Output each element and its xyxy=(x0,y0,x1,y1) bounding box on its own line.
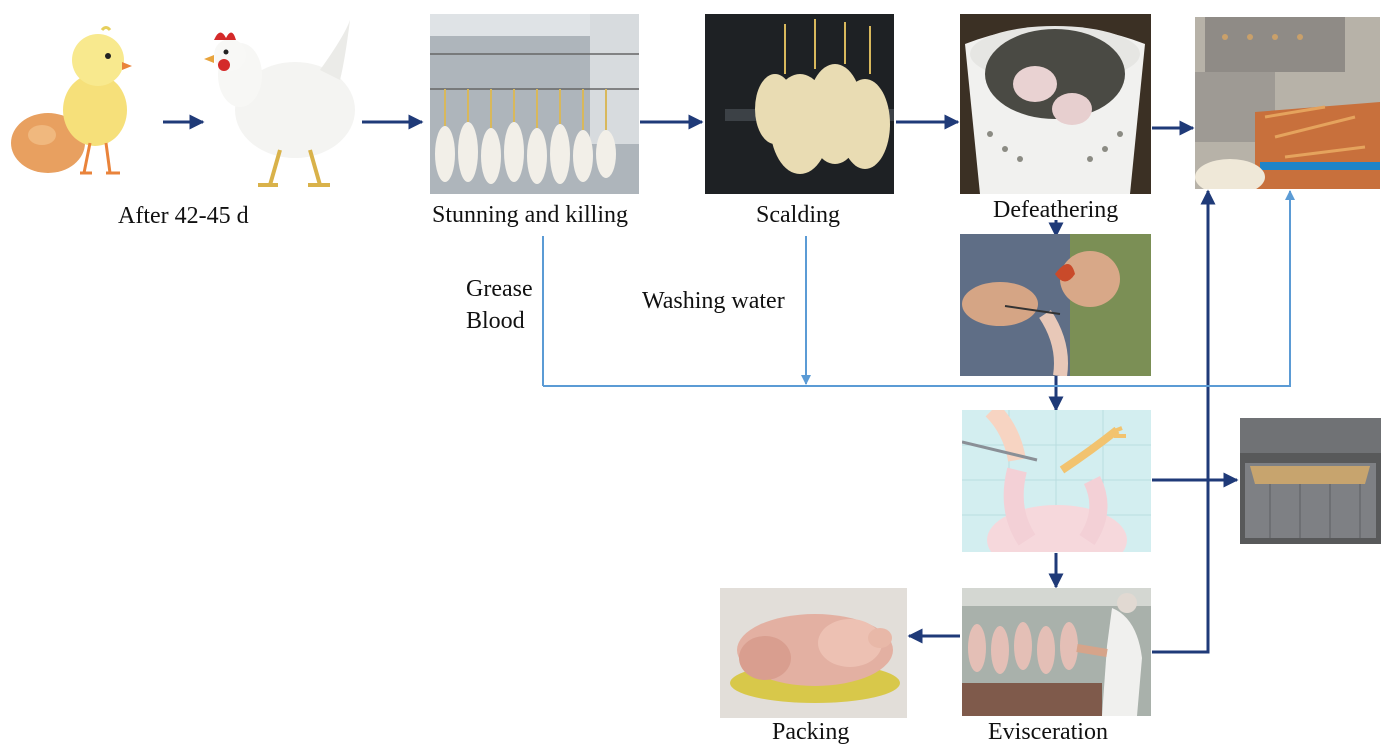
label-washing-water: Washing water xyxy=(642,289,785,313)
label-blood: Blood xyxy=(466,309,525,333)
chick-and-egg-image xyxy=(10,25,135,180)
evisceration-line-image xyxy=(962,588,1151,716)
label-defeathering: Defeathering xyxy=(993,198,1118,222)
hock-cutting-illustration-image xyxy=(962,410,1151,552)
offal-crates-image xyxy=(1240,418,1381,544)
defeathering-drum-image xyxy=(960,14,1151,194)
broiler-hen-image xyxy=(200,15,360,190)
feather-waste-bin-image xyxy=(1195,17,1380,189)
label-stunning-and-killing: Stunning and killing xyxy=(432,203,628,227)
label-evisceration: Evisceration xyxy=(988,720,1108,744)
pinning-by-hand-image xyxy=(960,234,1151,376)
label-age: After 42-45 d xyxy=(118,204,249,228)
stunning-line-image xyxy=(430,14,639,194)
scalding-image xyxy=(705,14,894,194)
label-scalding: Scalding xyxy=(756,203,840,227)
arrow-evisceration-to-waste xyxy=(1152,191,1208,652)
label-packing: Packing xyxy=(772,720,849,744)
packed-chicken-image xyxy=(720,588,907,718)
label-grease: Grease xyxy=(466,277,533,301)
